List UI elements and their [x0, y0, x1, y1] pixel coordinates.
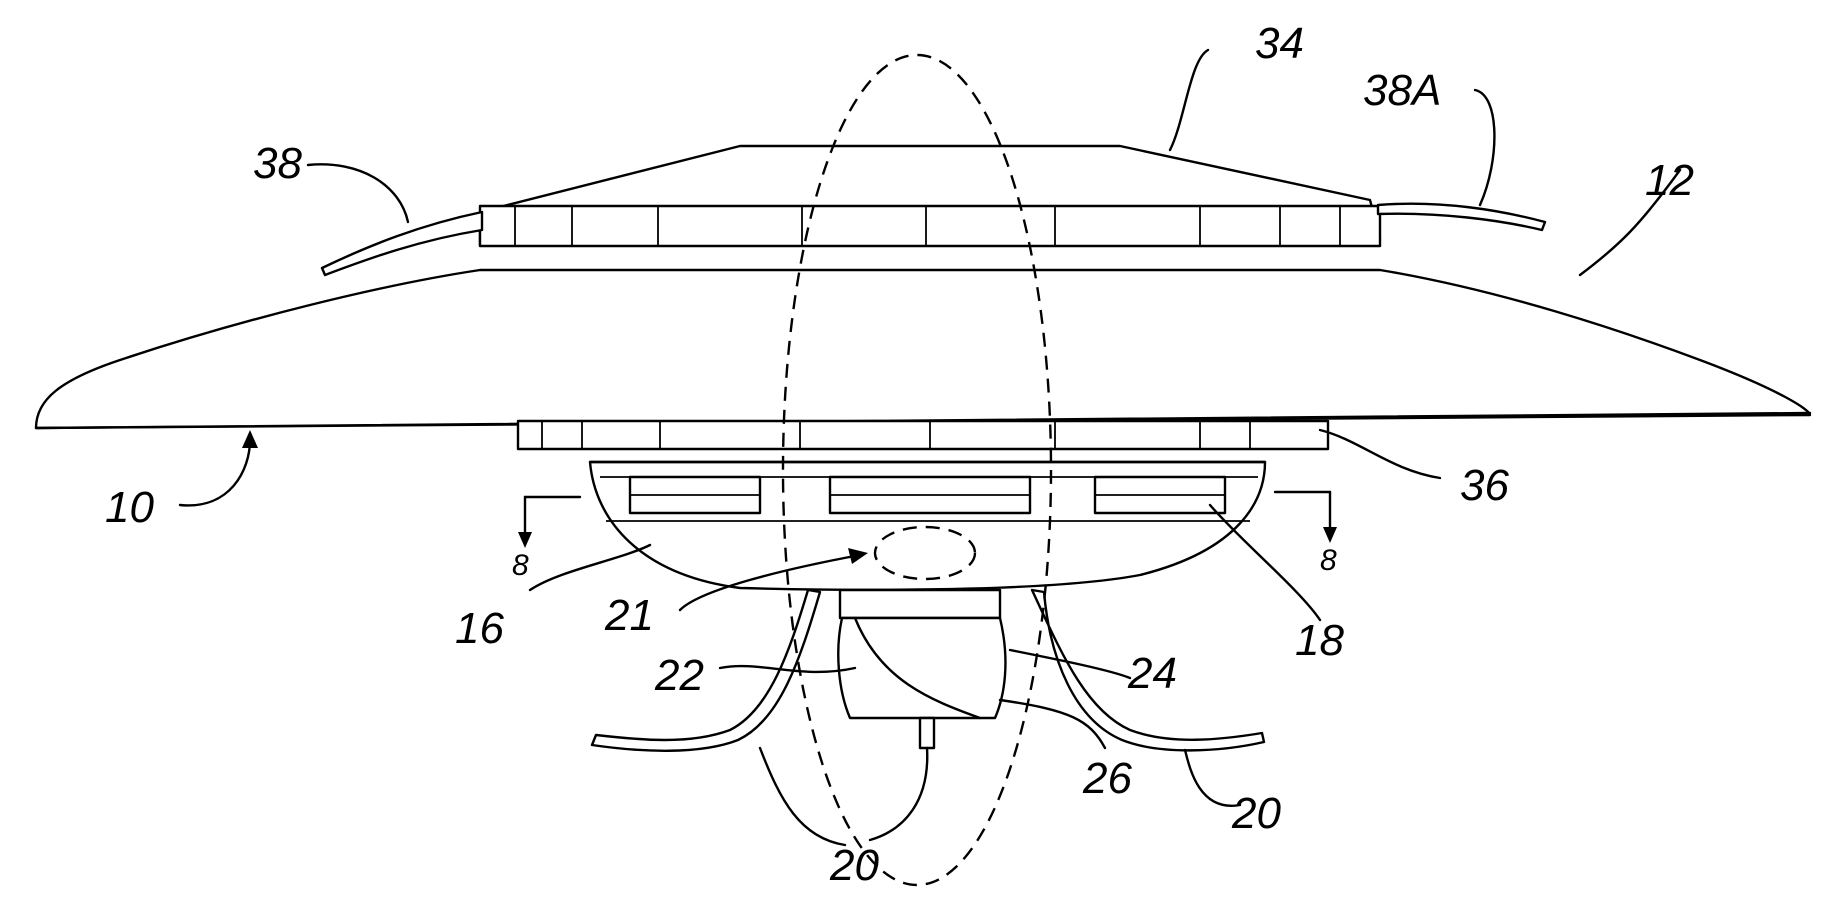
- lower-unit: [837, 588, 1007, 750]
- section-arrow-right: [1273, 490, 1337, 543]
- leader-lines: [178, 48, 1682, 847]
- disc-body: [34, 268, 1812, 430]
- lower-panel-ring: [516, 419, 1330, 451]
- label-8-right: 8: [1320, 544, 1337, 577]
- label-38: 38: [253, 139, 302, 188]
- windows: [628, 475, 1227, 515]
- label-34: 34: [1255, 19, 1304, 68]
- label-8-left: 8: [512, 549, 529, 582]
- upper-panel-ring: [478, 204, 1382, 248]
- label-26: 26: [1082, 754, 1132, 803]
- field-ellipse: [781, 53, 1053, 887]
- strip-38a: [1376, 202, 1547, 232]
- label-12: 12: [1645, 156, 1694, 205]
- section-arrow-left: [518, 495, 582, 548]
- label-10: 10: [105, 483, 154, 532]
- label-18: 18: [1295, 616, 1344, 665]
- label-16: 16: [455, 604, 504, 653]
- legs: [590, 588, 1266, 752]
- label-22: 22: [654, 651, 704, 700]
- label-36: 36: [1460, 461, 1509, 510]
- label-20-bottom: 20: [829, 841, 879, 890]
- label-20-right: 20: [1231, 789, 1281, 838]
- label-38a: 38A: [1363, 66, 1441, 115]
- reference-labels: 34 38A 38 12 36 10 8 8 16 21 18 22 24 26…: [105, 19, 1694, 890]
- strip-38: [320, 210, 484, 277]
- label-21: 21: [604, 591, 654, 640]
- label-24: 24: [1127, 649, 1177, 698]
- sensor-21: [873, 525, 977, 581]
